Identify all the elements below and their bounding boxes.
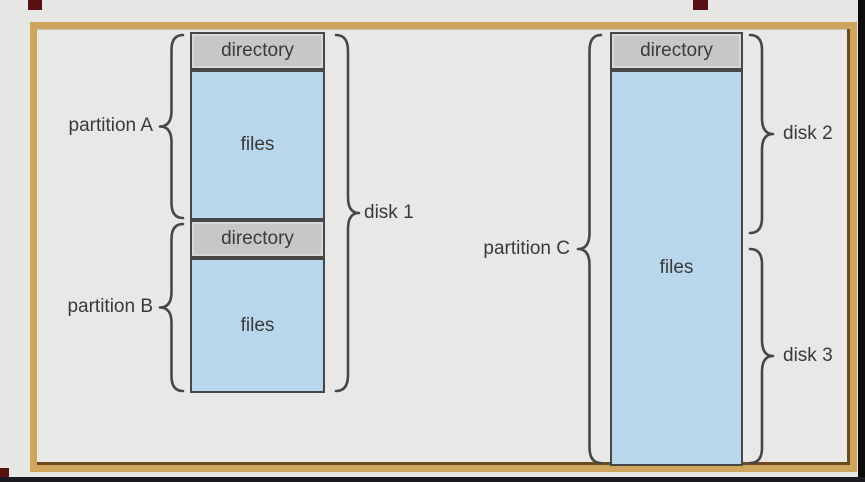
screen-edge-right xyxy=(858,0,865,482)
disk-3-label: disk 3 xyxy=(783,345,833,366)
partition-c-files-box: files xyxy=(610,70,743,466)
disk-1-label: disk 1 xyxy=(364,202,414,223)
partition-c-brace xyxy=(576,33,603,465)
disk-3-brace xyxy=(748,247,775,465)
video-artifact-mark-bottom-left xyxy=(0,468,9,479)
partition-c-label: partition C xyxy=(483,238,570,259)
partition-b-directory-label: directory xyxy=(221,228,294,249)
partition-b-brace xyxy=(158,222,185,393)
disk-2-label: disk 2 xyxy=(783,123,833,144)
partition-a-label: partition A xyxy=(68,115,154,136)
partition-b-label: partition B xyxy=(67,296,153,317)
partition-c-directory-label: directory xyxy=(640,40,713,61)
partition-c-directory-box: directory xyxy=(610,32,743,70)
partition-c-files-label: files xyxy=(659,257,694,278)
partition-a-directory-label: directory xyxy=(221,40,294,61)
partition-a-files-box: files xyxy=(190,70,325,220)
screen-edge-bottom xyxy=(0,477,865,482)
partition-a-directory-box: directory xyxy=(190,32,325,70)
partition-b-files-box: files xyxy=(190,258,325,393)
partition-a-brace xyxy=(158,33,185,220)
partition-b-directory-box: directory xyxy=(190,220,325,258)
video-artifact-mark-top-left xyxy=(28,0,42,10)
video-artifact-mark-top-right xyxy=(693,0,708,10)
disk-2-brace xyxy=(748,33,775,235)
partition-a-files-label: files xyxy=(240,134,275,155)
disk-1-brace xyxy=(334,33,361,393)
partition-b-files-label: files xyxy=(240,314,275,336)
